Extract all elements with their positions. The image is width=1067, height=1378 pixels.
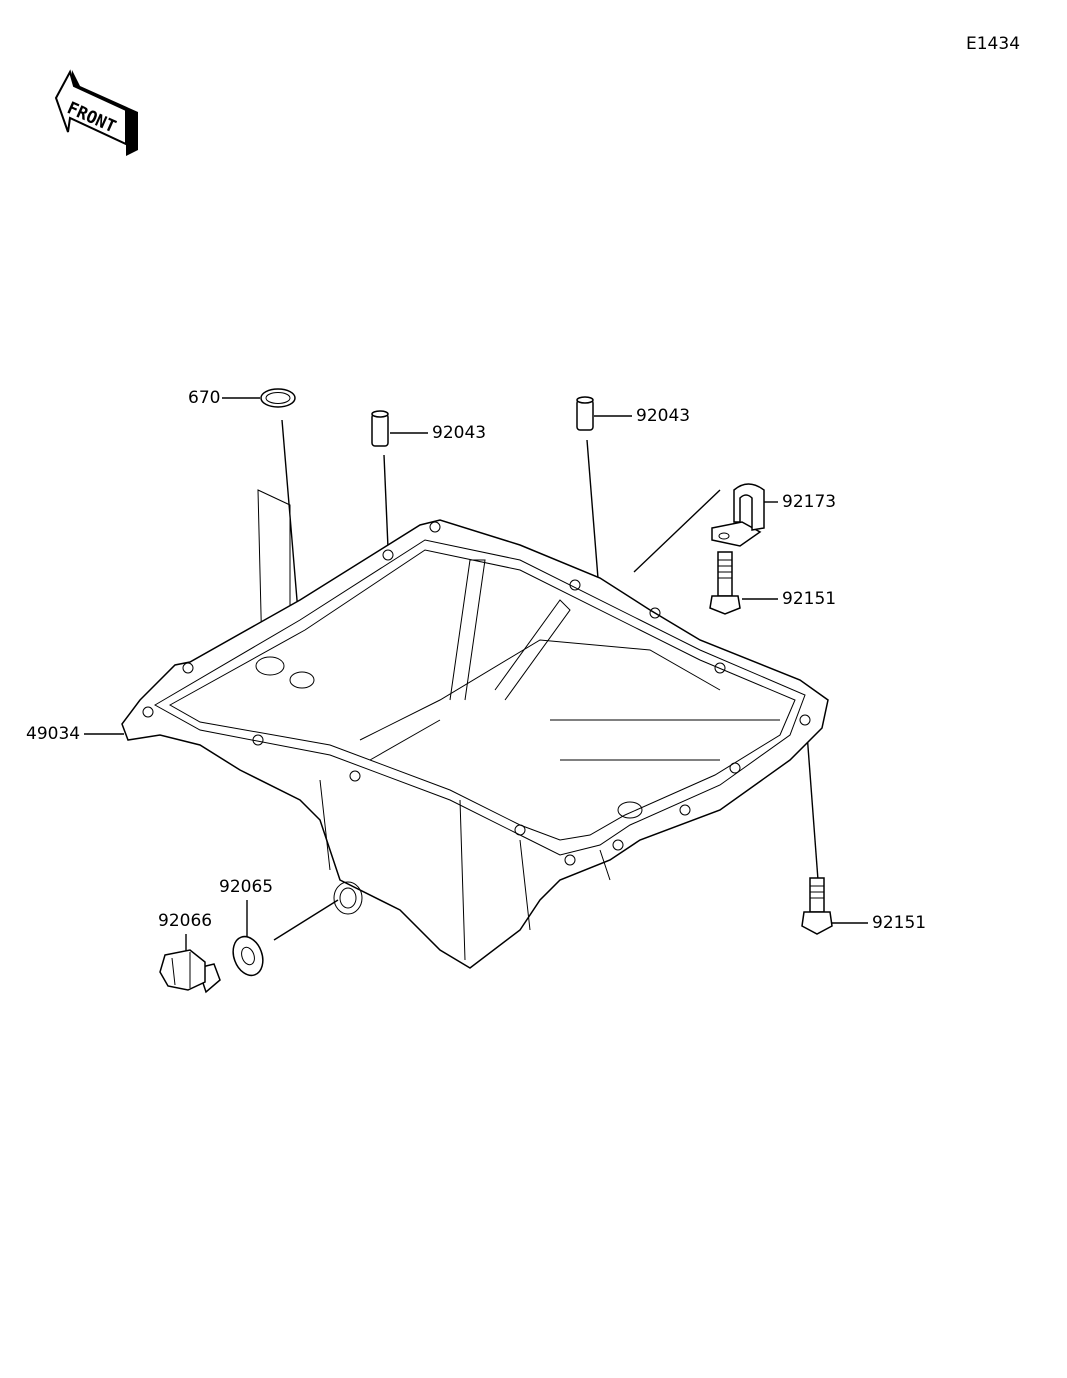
front-arrow-logo: FRONT [54, 69, 138, 156]
dowel-pin-92043-b[interactable] [576, 396, 594, 431]
part-label-49034[interactable]: 49034 [26, 724, 81, 744]
part-label-92173[interactable]: 92173 [782, 492, 837, 512]
drain-plug-92066[interactable] [159, 949, 221, 994]
oil-pan-49034[interactable] [121, 519, 829, 969]
o-ring-670[interactable] [260, 388, 296, 408]
diagram-code: E1434 [966, 34, 1021, 54]
part-label-670[interactable]: 670 [188, 388, 221, 408]
part-label-92043-b[interactable]: 92043 [636, 406, 691, 426]
part-label-92151-b[interactable]: 92151 [872, 913, 927, 933]
clamp-92173[interactable] [711, 483, 765, 547]
bolt-92151-upper[interactable] [709, 551, 741, 615]
bolt-92151-lower[interactable] [801, 877, 833, 935]
part-label-92066[interactable]: 92066 [158, 911, 213, 931]
washer-92065[interactable] [228, 932, 268, 979]
dowel-pin-92043-a[interactable] [371, 410, 389, 447]
part-label-92151-a[interactable]: 92151 [782, 589, 837, 609]
part-label-92043-a[interactable]: 92043 [432, 423, 487, 443]
part-label-92065[interactable]: 92065 [219, 877, 274, 897]
